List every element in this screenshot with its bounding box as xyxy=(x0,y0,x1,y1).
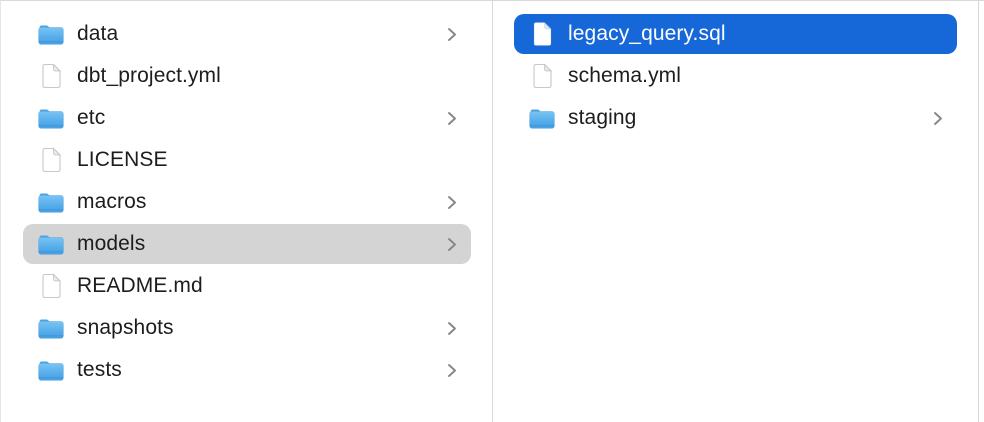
file-name-label: legacy_query.sql xyxy=(568,22,726,45)
file-icon xyxy=(528,20,556,48)
file-name-label: schema.yml xyxy=(568,64,682,87)
file-name-label: staging xyxy=(568,106,637,129)
folder-icon xyxy=(37,20,65,48)
file-row-legacy-query-sql[interactable]: legacy_query.sql xyxy=(514,14,957,54)
file-icon xyxy=(37,146,65,174)
file-name-label: etc xyxy=(77,106,106,129)
folder-icon xyxy=(37,188,65,216)
finder-column-parent: data dbt_project.yml etc xyxy=(1,1,493,422)
file-icon xyxy=(41,273,61,299)
file-row-readme-md[interactable]: README.md xyxy=(23,266,471,306)
folder-row-tests[interactable]: tests xyxy=(23,350,471,390)
folder-row-etc[interactable]: etc xyxy=(23,98,471,138)
file-icon xyxy=(41,147,61,173)
file-name-label: snapshots xyxy=(77,316,174,339)
folder-icon xyxy=(37,314,65,342)
folder-icon xyxy=(38,193,64,213)
file-icon xyxy=(532,63,552,89)
file-row-schema-yml[interactable]: schema.yml xyxy=(514,56,957,96)
folder-icon xyxy=(38,361,64,381)
file-icon xyxy=(37,272,65,300)
finder-column-current: legacy_query.sql schema.yml staging xyxy=(493,1,979,422)
folder-icon xyxy=(38,235,64,255)
folder-icon xyxy=(37,104,65,132)
file-icon xyxy=(532,21,552,47)
chevron-right-icon xyxy=(447,27,457,42)
folder-icon xyxy=(38,25,64,45)
chevron-right-icon xyxy=(447,237,457,252)
file-icon xyxy=(528,62,556,90)
chevron-right-icon xyxy=(933,111,943,126)
chevron-right-icon xyxy=(447,321,457,336)
file-icon xyxy=(37,62,65,90)
file-row-dbt-project-yml[interactable]: dbt_project.yml xyxy=(23,56,471,96)
file-name-label: data xyxy=(77,22,119,45)
folder-icon xyxy=(37,356,65,384)
folder-row-data[interactable]: data xyxy=(23,14,471,54)
chevron-right-icon xyxy=(447,111,457,126)
file-name-label: dbt_project.yml xyxy=(77,64,221,87)
folder-row-snapshots[interactable]: snapshots xyxy=(23,308,471,348)
file-name-label: tests xyxy=(77,358,122,381)
folder-row-models[interactable]: models xyxy=(23,224,471,264)
folder-icon xyxy=(37,230,65,258)
file-name-label: LICENSE xyxy=(77,148,168,171)
folder-row-macros[interactable]: macros xyxy=(23,182,471,222)
file-icon xyxy=(41,63,61,89)
file-name-label: macros xyxy=(77,190,147,213)
file-row-license[interactable]: LICENSE xyxy=(23,140,471,180)
chevron-right-icon xyxy=(447,363,457,378)
file-name-label: README.md xyxy=(77,274,203,297)
folder-icon xyxy=(529,109,555,129)
folder-icon xyxy=(528,104,556,132)
chevron-right-icon xyxy=(447,195,457,210)
folder-icon xyxy=(38,109,64,129)
finder-column-next-stub xyxy=(979,1,984,422)
folder-icon xyxy=(38,319,64,339)
file-name-label: models xyxy=(77,232,146,255)
folder-row-staging[interactable]: staging xyxy=(514,98,957,138)
